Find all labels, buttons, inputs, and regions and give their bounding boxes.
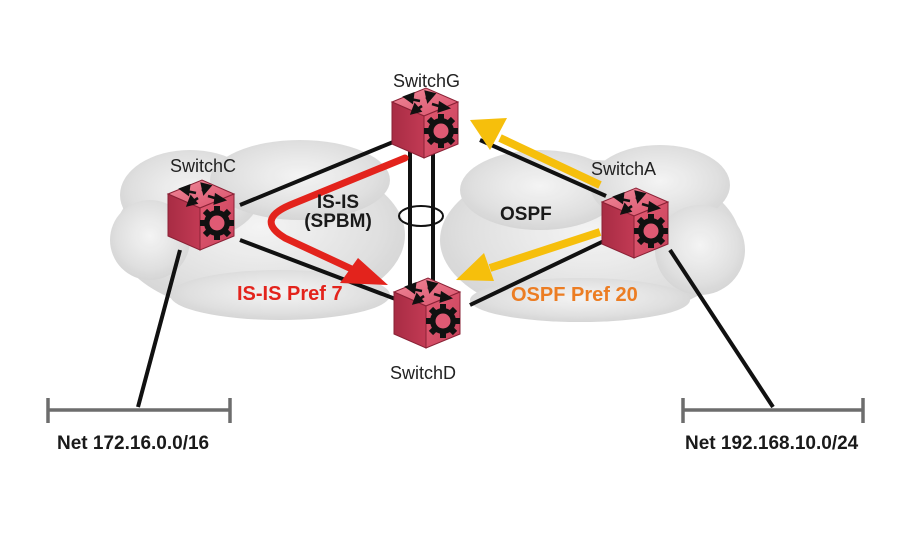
link-c-net: [136, 249, 182, 408]
switch-d-label: SwitchD: [390, 363, 457, 383]
links: [136, 138, 775, 409]
switch-g-label: SwitchG: [393, 71, 461, 91]
link-c-d: [239, 238, 399, 302]
net-right-label: Net 192.168.10.0/24: [685, 433, 859, 454]
net-left-label: Net 172.16.0.0/16: [57, 433, 210, 454]
isis-pref-label: IS-IS Pref 7: [237, 283, 343, 305]
lan-bar-right: [681, 398, 865, 423]
lan-bar-left: [46, 398, 232, 423]
isis-protocol-line1: IS-IS: [316, 192, 360, 213]
switch-d-icon[interactable]: [392, 276, 462, 350]
link-a-net: [668, 248, 775, 409]
switch-a-label: SwitchA: [591, 159, 657, 179]
switch-c-icon[interactable]: [166, 178, 236, 252]
isis-protocol-label: IS-IS (SPBM): [298, 193, 378, 231]
isis-route-arrow: [267, 154, 409, 285]
ospf-route-arrow-to-g: [470, 118, 602, 189]
link-g-a: [479, 138, 607, 198]
ospf-protocol-label: OSPF: [500, 204, 552, 225]
link-c-g: [239, 138, 399, 207]
switch-c-label: SwitchC: [170, 156, 237, 176]
isis-protocol-line2: (SPBM): [304, 211, 372, 232]
ospf-route-arrow-to-d: [456, 228, 602, 281]
switch-a-icon[interactable]: [600, 186, 670, 260]
lag-ellipse: [398, 205, 444, 227]
link-d-a: [469, 238, 607, 307]
switch-g-icon[interactable]: [390, 86, 460, 160]
ospf-pref-label: OSPF Pref 20: [511, 284, 638, 306]
